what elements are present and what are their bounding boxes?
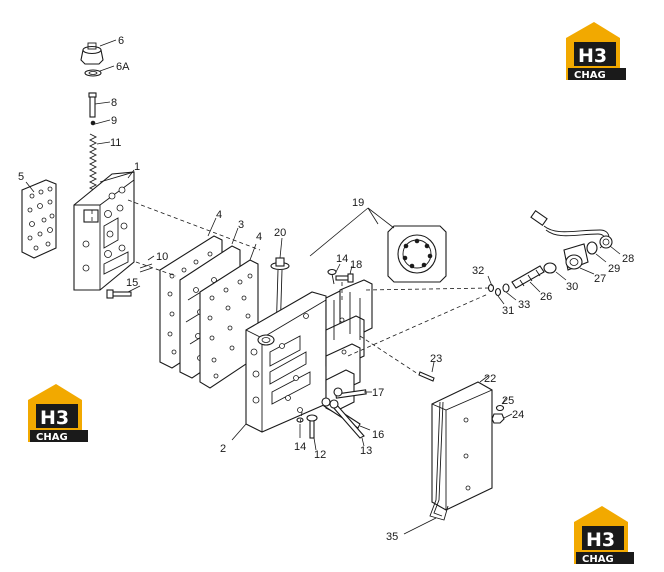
callout-5: 5 [18,171,24,183]
logo-sub: CHAG [36,432,68,443]
callout-11: 11 [110,137,121,149]
callout-13: 13 [360,445,372,457]
part-23-dowel [418,371,435,382]
callout-17: 17 [372,387,384,399]
callout-19: 19 [352,197,364,209]
part-22-cover [431,381,493,511]
watermark-logo-bottom-right: H3 CHAG [574,506,634,565]
callout-24: 24 [512,409,524,421]
part-19-cover-plate [387,225,447,283]
callout-9: 9 [111,115,117,127]
callout-35: 35 [386,531,398,543]
part-6a-seal-ring [84,69,102,77]
part-2-main-valve-body [245,291,327,433]
callout-6: 6 [118,35,124,47]
logo-sub: CHAG [574,70,606,81]
callout-2: 2 [220,443,226,455]
part-13-long-bolt [329,399,365,439]
callout-29: 29 [608,263,620,275]
logo-brand: H3 [586,529,615,551]
part-27-sensor-housing [563,243,589,271]
callout-32: 32 [472,265,484,277]
part-18-screw [335,273,354,283]
assembly-centerlines [91,199,491,425]
callout-8: 8 [111,97,117,109]
callout-14-bottom: 14 [294,441,306,453]
part-28-harness-cable [530,209,613,249]
callout-25: 25 [502,395,514,407]
part-1-valve-cover [73,171,135,291]
callout-33: 33 [518,299,530,311]
part-10-pin [139,263,153,273]
callout-20: 20 [274,227,286,239]
callout-12: 12 [314,449,326,461]
part-31-o-ring [494,287,502,297]
callout-10: 10 [156,251,168,263]
part-17-bolt [333,387,367,399]
part-6-plug [80,42,104,65]
watermark-logo-top-right: H3 CHAG [566,22,626,81]
logo-brand: H3 [40,407,69,429]
callout-23: 23 [430,353,442,365]
callout-22: 22 [484,373,496,385]
part-14-screw-top [327,268,337,285]
callout-leaders [25,39,621,535]
callout-14-top: 14 [336,253,348,265]
callout-30: 30 [566,281,578,293]
part-30-sensor-spacer [543,262,557,274]
part-26-sensor-stem [511,265,545,289]
part-5-gasket [21,179,57,259]
part-25-bolt [495,404,505,412]
part-24-nut [491,413,505,424]
part-32-o-ring [487,283,495,293]
part-20-long-pin [270,257,290,337]
logo-sub: CHAG [582,554,614,565]
part-9-ball [90,120,96,126]
logo-brand: H3 [578,45,607,67]
callout-18: 18 [350,259,362,271]
callout-4-b: 4 [256,231,262,243]
callout-15: 15 [126,277,138,289]
callout-6a: 6A [116,61,130,73]
callout-27: 27 [594,273,606,285]
callout-4-a: 4 [216,209,222,221]
part-33-o-ring [502,283,510,293]
part-12-bolt [306,414,318,439]
part-8-pin [88,92,97,118]
callout-28: 28 [622,253,634,265]
part-4-separator-plate-b [199,259,259,389]
part-14-washer-bottom [296,417,304,423]
part-35-wire-bracket [429,401,449,521]
callout-16: 16 [372,429,384,441]
callout-3: 3 [238,219,244,231]
callout-31: 31 [502,305,514,317]
callout-26: 26 [540,291,552,303]
watermark-logo-mid-left: H3 CHAG [28,384,88,443]
callout-1: 1 [134,161,140,173]
part-valve-channels [325,279,373,413]
callout-labels: 6 6A 8 9 11 1 5 10 15 4 3 4 20 19 14 18 … [18,35,634,543]
part-29-connector-ring [586,241,598,255]
part-15-bolt [106,289,132,299]
